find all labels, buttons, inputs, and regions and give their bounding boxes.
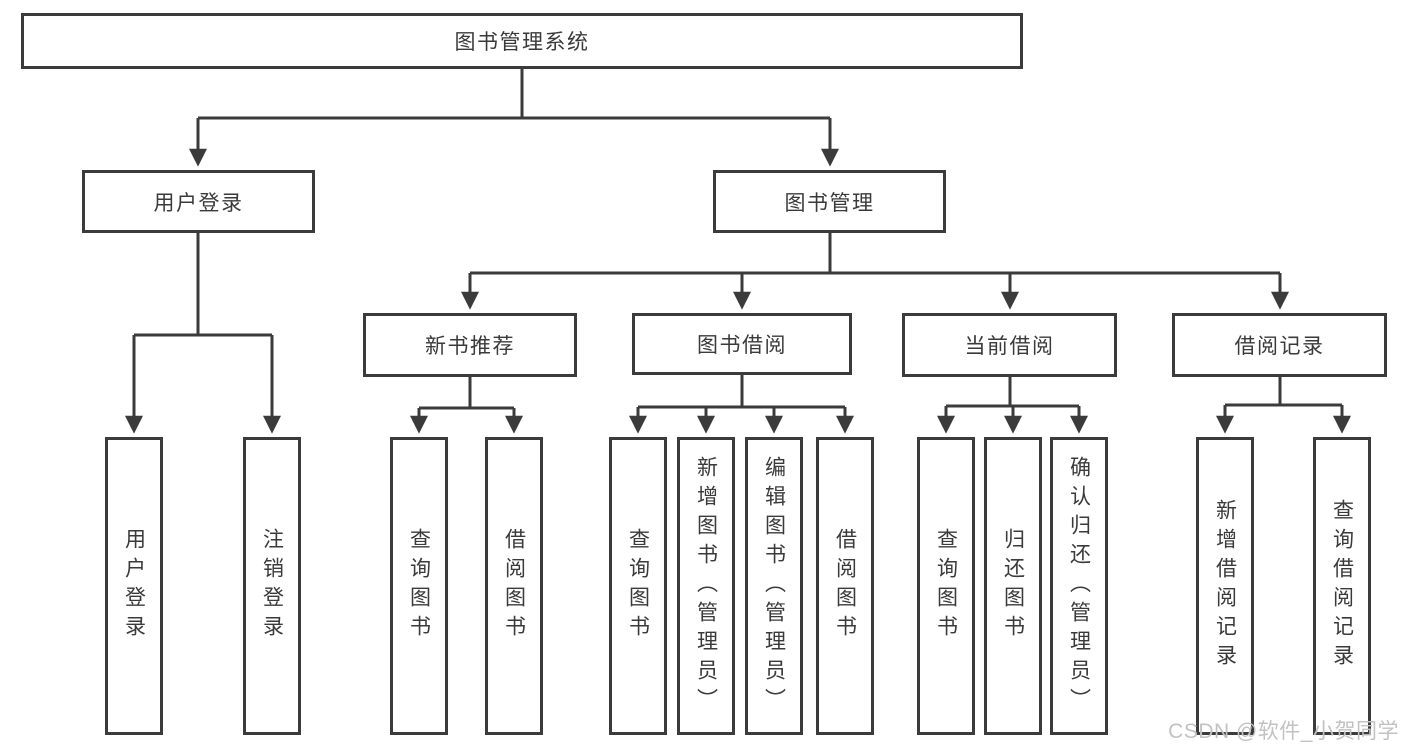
leaf-query-book-2: 查询图书 xyxy=(609,437,667,735)
watermark: CSDN @软件_小贺同学 xyxy=(1168,720,1399,743)
leaf-user-login: 用户登录 xyxy=(105,437,163,735)
leaf-query-book-1: 查询图书 xyxy=(390,437,448,735)
node-book-management: 图书管理 xyxy=(713,170,946,233)
leaf-borrow-book-1: 借阅图书 xyxy=(485,437,543,735)
node-current-borrow: 当前借阅 xyxy=(902,313,1117,377)
leaf-return-book: 归还图书 xyxy=(984,437,1042,735)
node-user-login: 用户登录 xyxy=(82,170,315,233)
node-new-book-recommend: 新书推荐 xyxy=(363,313,577,377)
node-root: 图书管理系统 xyxy=(21,13,1023,69)
leaf-query-book-3: 查询图书 xyxy=(917,437,975,735)
leaf-edit-book-admin: 编辑图书（管理员） xyxy=(745,437,803,735)
leaf-add-book-admin: 新增图书（管理员） xyxy=(677,437,735,735)
leaf-borrow-book-2: 借阅图书 xyxy=(816,437,874,735)
leaf-logout: 注销登录 xyxy=(243,437,301,735)
node-book-borrow: 图书借阅 xyxy=(632,313,852,375)
node-borrow-records: 借阅记录 xyxy=(1172,313,1387,377)
leaf-confirm-return-admin: 确认归还（管理员） xyxy=(1050,437,1108,735)
leaf-query-borrow-record: 查询借阅记录 xyxy=(1313,437,1371,735)
leaf-add-borrow-record: 新增借阅记录 xyxy=(1196,437,1254,735)
